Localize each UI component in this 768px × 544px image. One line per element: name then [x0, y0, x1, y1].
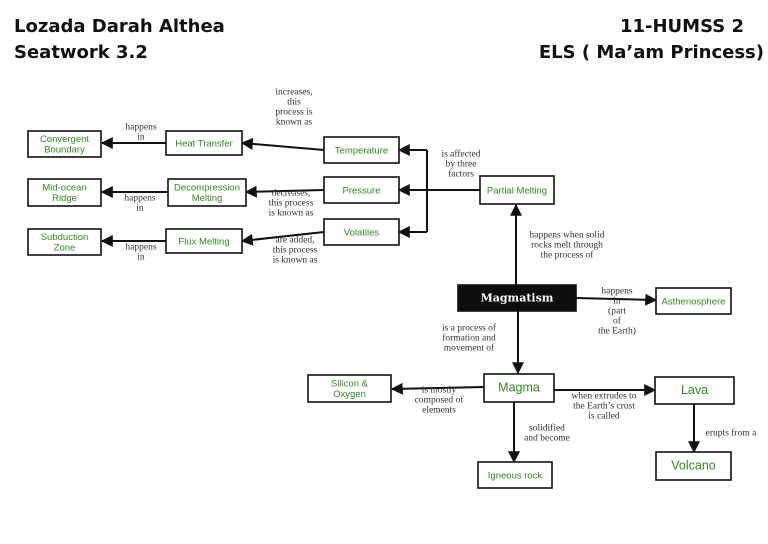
node-magmatism: Magmatism [457, 284, 577, 312]
node-magma: Magma [483, 373, 555, 403]
node-igneous-rock: Igneous rock [477, 461, 553, 489]
node-label-partial-melting: Partial Melting [487, 185, 547, 196]
student-name: Lozada Darah Althea [14, 16, 225, 37]
edge-magma-silicon [390, 382, 485, 395]
edge-magmatism-asthenosphere [575, 293, 658, 306]
node-pressure: Pressure [323, 176, 400, 204]
section-label: 11-HUMSS 2 [619, 16, 744, 37]
node-lava: Lava [654, 376, 735, 405]
node-label-temperature: Temperature [335, 145, 388, 156]
nodes: Magmatism Partial Melting TemperaturePress… [27, 130, 735, 489]
node-volatiles: Volatiles [323, 218, 400, 246]
node-temperature: Temperature [323, 136, 400, 164]
edges [100, 137, 700, 464]
node-label-volcano: Volcano [671, 458, 716, 472]
node-heat-transfer: Heat Transfer [165, 130, 243, 156]
edge-temperature-heat-transfer [240, 137, 325, 151]
node-label-magma: Magma [498, 380, 540, 394]
edge-label-erupts-from: erupts from a [706, 427, 757, 438]
node-label-flux-melting: Flux Melting [178, 236, 229, 247]
seatwork-label: Seatwork 3.2 [14, 42, 148, 63]
node-label-lava: Lava [681, 383, 708, 397]
node-label-pressure: Pressure [342, 185, 380, 196]
node-label-asthenosphere: Asthenosphere [662, 296, 726, 307]
node-partial-melting: Partial Melting [479, 175, 555, 205]
edge-volatiles-flux-melting [240, 231, 325, 246]
node-label-magmatism: Magmatism [481, 291, 554, 304]
node-volcano: Volcano [655, 451, 732, 481]
node-label-heat-transfer: Heat Transfer [175, 138, 233, 149]
node-label-volatiles: Volatiles [344, 227, 380, 238]
node-flux-melting: Flux Melting [165, 228, 243, 254]
node-label-igneous-rock: Igneous rock [488, 470, 543, 481]
edge-pressure-decompression [244, 185, 325, 198]
node-silicon-oxygen: Silicon &Oxygen [307, 374, 392, 403]
subject-label: ELS ( Ma’am Princess) [538, 42, 764, 63]
node-asthenosphere: Asthenosphere [655, 287, 732, 315]
node-label-silicon-oxygen: Silicon &Oxygen [331, 379, 369, 401]
